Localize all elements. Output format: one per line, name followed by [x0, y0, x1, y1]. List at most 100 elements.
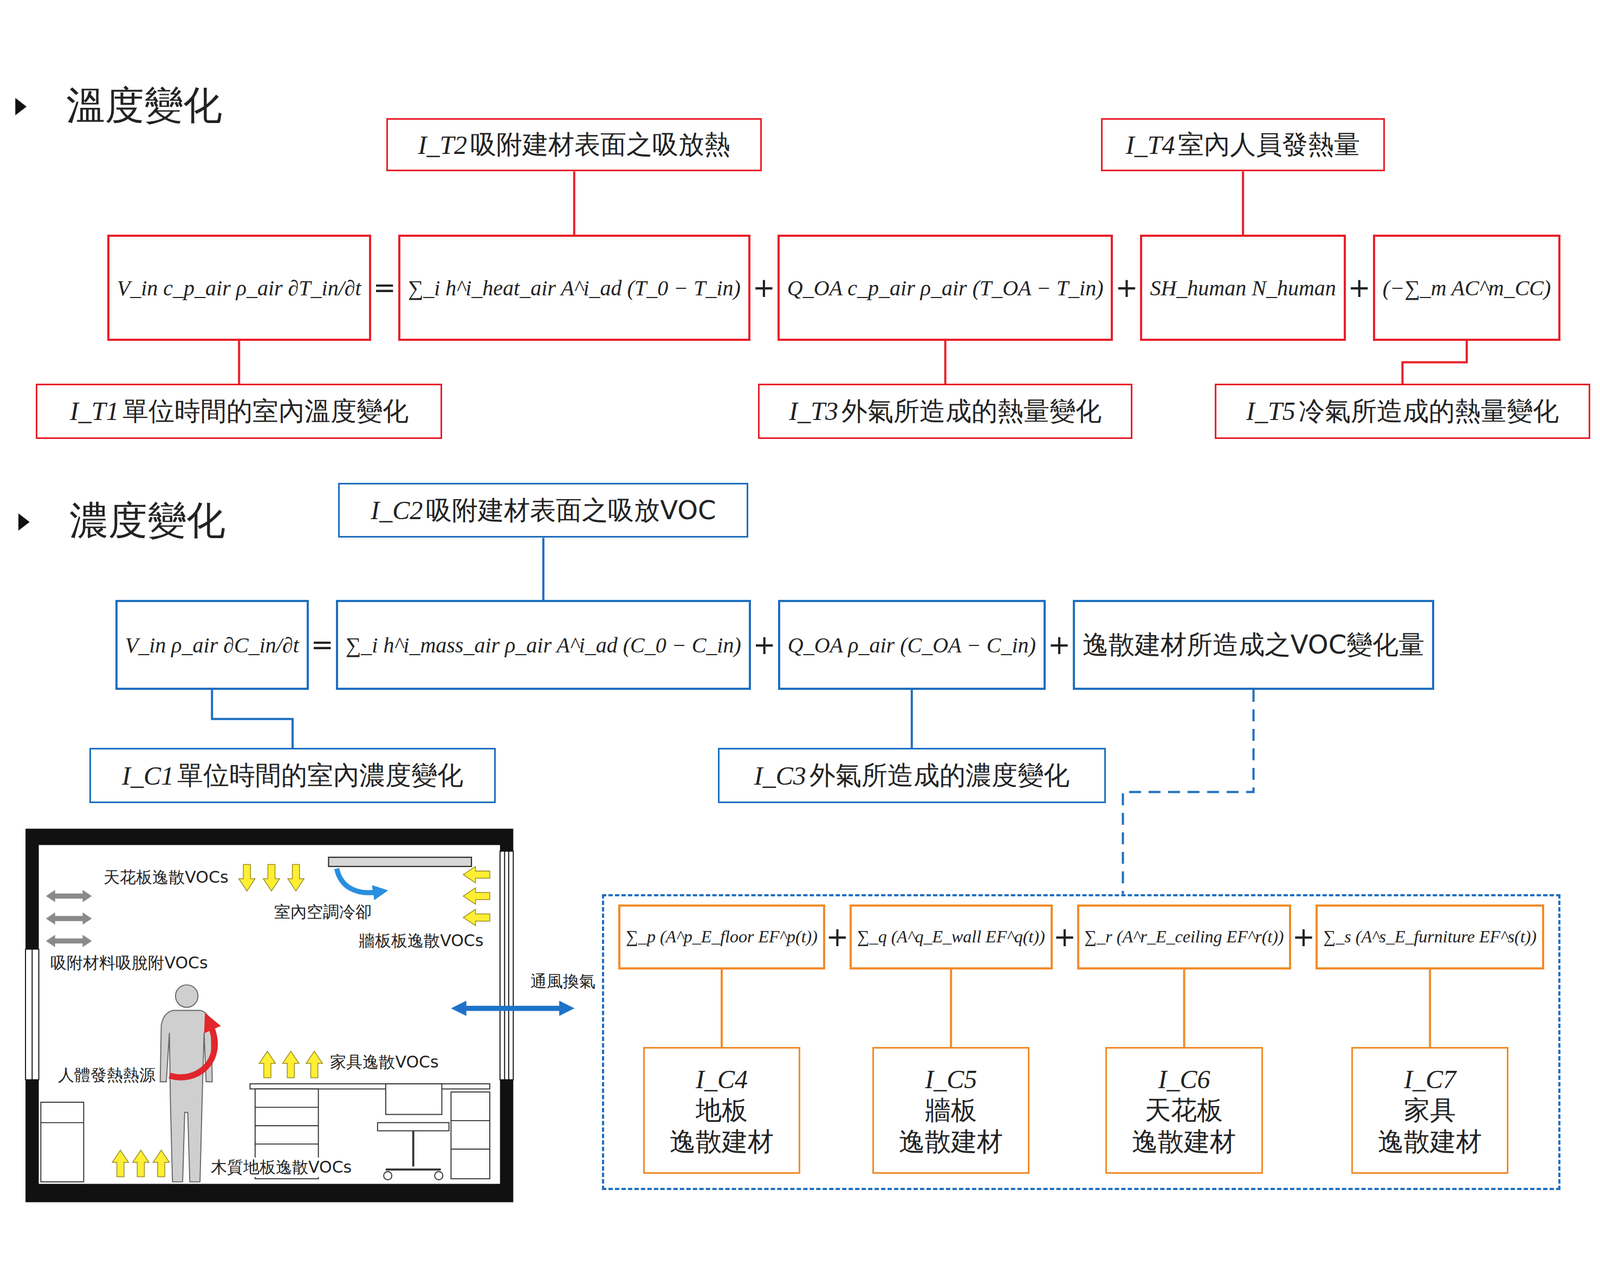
- window-pane: [31, 948, 33, 1080]
- voc-arrow: [287, 864, 304, 891]
- label-text: I_C2: [370, 495, 423, 526]
- operator-sign: +: [1348, 271, 1371, 304]
- room-wall: [25, 828, 514, 1202]
- file-cabinet-lines: [450, 1120, 490, 1150]
- operator-sign: =: [373, 271, 397, 304]
- illustration-label: 吸附材料吸脫附VOCs: [48, 953, 210, 973]
- section-heading: 濃度變化: [69, 496, 226, 544]
- person-body: [160, 1009, 213, 1182]
- equation-text: V_in c_p_air ρ_air ∂T_in/∂t: [117, 275, 362, 301]
- operator-sign: +: [825, 920, 849, 954]
- equation-term-box: V_in ρ_air ∂C_in/∂t: [115, 599, 309, 690]
- equation-term-box: Q_OA ρ_air (C_OA − C_in): [778, 599, 1046, 690]
- equation-term-box: Q_OA c_p_air ρ_air (T_OA − T_in): [777, 234, 1114, 341]
- voc-arrow: [112, 1149, 129, 1177]
- label-text: I_C7: [1403, 1063, 1456, 1096]
- bullet-triangle: [18, 513, 30, 531]
- voc-arrow: [132, 1149, 150, 1177]
- voc-arrow: [306, 1051, 323, 1078]
- window: [25, 948, 39, 1080]
- file-cabinet: [450, 1091, 490, 1179]
- label-text: 外氣所造成的熱量變化: [841, 393, 1102, 429]
- ventilation-arrow: [463, 1005, 563, 1011]
- label-text: 吸附建材表面之吸放熱: [470, 127, 731, 163]
- equation-text: 逸散建材所造成之VOC變化量: [1082, 627, 1425, 663]
- term-label-box: I_T2吸附建材表面之吸放熱: [386, 118, 762, 172]
- term-label-box: I_T1單位時間的室內溫度變化: [35, 383, 443, 439]
- leader-line: [1241, 171, 1245, 235]
- room-interior: [39, 844, 501, 1184]
- label-text: 地板 逸散建材: [650, 1094, 794, 1157]
- equation-term-box: SH_human N_human: [1139, 234, 1346, 341]
- label-text: I_T3: [788, 396, 839, 426]
- operator-sign: +: [1115, 271, 1139, 304]
- leader-line: [1183, 969, 1186, 1047]
- chair-wheel: [434, 1171, 443, 1180]
- operator-sign: +: [1047, 628, 1071, 662]
- equation-term-box: V_in c_p_air ρ_air ∂T_in/∂t: [107, 234, 372, 341]
- side-cabinet: [40, 1102, 84, 1182]
- equation-text: SH_human N_human: [1149, 275, 1336, 301]
- label-text: 天花板 逸散建材: [1112, 1094, 1256, 1157]
- voc-arrow: [463, 887, 490, 904]
- body-heat-arrow: [169, 1024, 216, 1078]
- chair-base: [385, 1130, 442, 1170]
- illustration-label: 木質地板逸散VOCs: [209, 1157, 354, 1177]
- label-text: I_C1: [121, 760, 174, 791]
- voc-arrow: [463, 866, 490, 883]
- equation-text: ∑_s (A^s_E_furniture EF^s(t)): [1323, 926, 1537, 947]
- bullet-triangle: [15, 98, 27, 116]
- emission-term-box: ∑_p (A^p_E_floor EF^p(t)): [618, 904, 826, 970]
- emission-term-box: ∑_r (A^r_E_ceiling EF^r(t)): [1077, 904, 1292, 970]
- label-text: 外氣所造成的濃度變化: [809, 758, 1070, 793]
- leader-line: [237, 340, 241, 384]
- term-label-box: I_T3外氣所造成的熱量變化: [758, 383, 1133, 439]
- leader-line: [720, 969, 723, 1047]
- voc-arrow: [238, 864, 256, 891]
- equation-text: V_in ρ_air ∂C_in/∂t: [125, 632, 300, 658]
- operator-sign: +: [753, 628, 776, 662]
- equation-text: (−∑_m AC^m_CC): [1382, 275, 1552, 301]
- voc-arrow: [153, 1149, 170, 1177]
- illustration-label: 室內空調冷卻: [272, 902, 374, 922]
- operator-sign: +: [752, 271, 776, 304]
- leader-line: [1402, 340, 1467, 384]
- operator-sign: +: [1053, 920, 1077, 954]
- equation-term-box: ∑_i h^i_heat_air A^i_ad (T_0 − T_in): [398, 234, 751, 341]
- chair-back: [385, 1083, 443, 1114]
- illustration-label: 天花板逸散VOCs: [101, 867, 230, 887]
- equation-text: ∑_r (A^r_E_ceiling EF^r(t)): [1084, 926, 1285, 947]
- illustration-label: 通風換氣: [528, 971, 598, 991]
- operator-sign: =: [311, 628, 334, 662]
- equation-text: ∑_i h^i_mass_air ρ_air A^i_ad (C_0 − C_i…: [345, 632, 742, 658]
- label-text: 冷氣所造成的熱量變化: [1298, 393, 1559, 429]
- material-label-box: I_C5牆板 逸散建材: [872, 1046, 1030, 1174]
- desk-top: [249, 1083, 490, 1089]
- equation-text: ∑_i h^i_heat_air A^i_ad (T_0 − T_in): [407, 275, 741, 301]
- label-text: 單位時間的室內濃度變化: [177, 758, 464, 793]
- leader-line: [542, 537, 545, 600]
- person-head: [175, 984, 198, 1007]
- label-text: I_C3: [754, 760, 807, 791]
- leader-line: [573, 171, 576, 235]
- material-label-box: I_C7家具 逸散建材: [1351, 1046, 1509, 1174]
- drawer-lines: [255, 1106, 319, 1163]
- leader-line: [910, 689, 913, 748]
- equation-term-box: 逸散建材所造成之VOC變化量: [1072, 599, 1435, 690]
- voc-arrow: [263, 864, 280, 891]
- label-text: I_T5: [1246, 396, 1296, 426]
- section-heading: 溫度變化: [66, 81, 223, 129]
- chair-seat: [377, 1122, 450, 1131]
- emission-term-box: ∑_s (A^s_E_furniture EF^s(t)): [1315, 904, 1544, 970]
- emission-term-box: ∑_q (A^q_E_wall EF^q(t)): [849, 904, 1053, 970]
- term-label-box: I_C3外氣所造成的濃度變化: [717, 747, 1106, 803]
- term-label-box: I_C2吸附建材表面之吸放VOC: [338, 482, 749, 539]
- equation-term-box: ∑_i h^i_mass_air ρ_air A^i_ad (C_0 − C_i…: [335, 599, 751, 690]
- equation-text: ∑_q (A^q_E_wall EF^q(t)): [857, 926, 1046, 947]
- illustration-label: 牆板板逸散VOCs: [357, 930, 485, 951]
- leader-line: [949, 969, 952, 1047]
- label-text: I_T2: [417, 130, 468, 160]
- sorption-arrow: [46, 912, 93, 925]
- label-text: I_T1: [69, 396, 120, 426]
- cooling-arrow: [336, 868, 378, 893]
